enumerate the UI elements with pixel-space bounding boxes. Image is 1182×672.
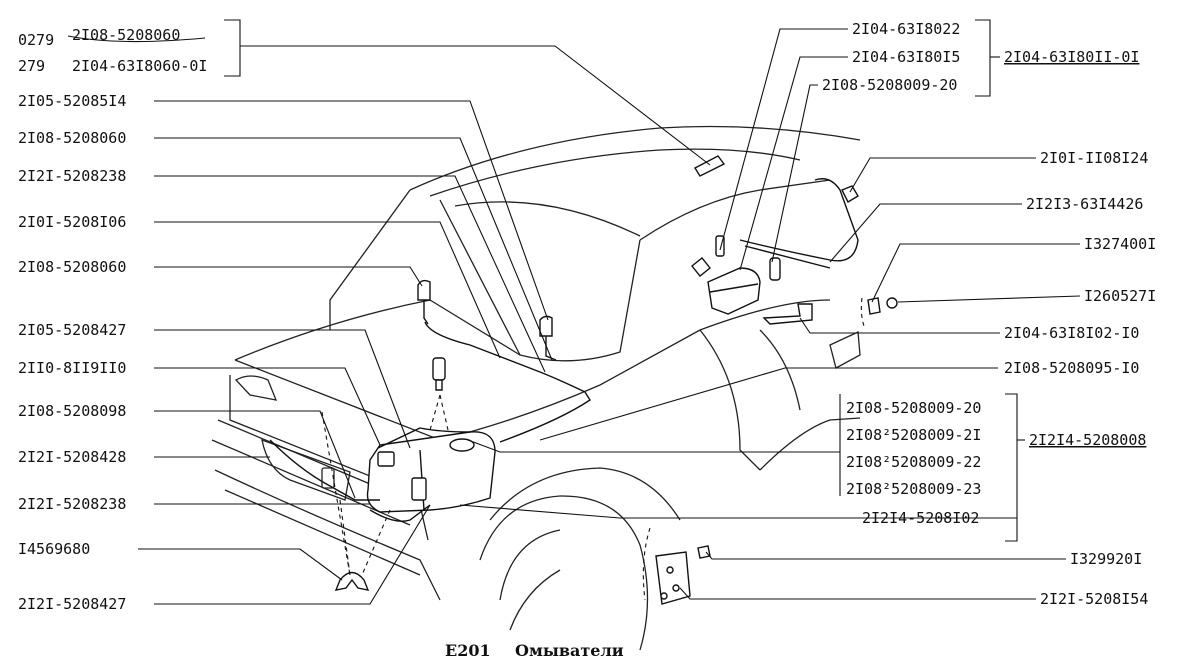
label-l11: 2I2I-5208428	[18, 448, 126, 466]
label-l01b: 2I08-5208060	[72, 26, 180, 44]
strike-line	[67, 35, 206, 43]
label-r14: 2I08²5208009-23	[846, 480, 981, 498]
label-l02a: 279	[18, 57, 45, 75]
label-r04: 2I04-63I80II-0I	[1004, 48, 1139, 66]
label-l13: I4569680	[18, 540, 90, 558]
label-l08: 2I05-5208427	[18, 321, 126, 339]
label-r17: I329920I	[1070, 550, 1142, 568]
label-r12: 2I08²5208009-2I	[846, 426, 981, 444]
caption-title: Омыватели	[515, 641, 624, 660]
label-r06: 2I2I3-63I4426	[1026, 195, 1143, 213]
car-body-outline	[211, 125, 861, 651]
label-l04: 2I08-5208060	[18, 129, 126, 147]
label-r09: 2I04-63I8I02-I0	[1004, 324, 1139, 342]
part-labels-left: 0279 2I08-5208060 279 2I04-63I8060-0I 2I…	[18, 26, 207, 613]
label-r01: 2I04-63I8022	[852, 20, 960, 38]
caption-code: E201	[445, 641, 491, 660]
rear-washer-reservoir	[707, 267, 761, 315]
label-l07: 2I08-5208060	[18, 258, 126, 276]
label-l06: 2I0I-5208I06	[18, 213, 126, 231]
label-l14: 2I2I-5208427	[18, 595, 126, 613]
motor-bracket	[655, 551, 691, 605]
right-jet-nozzle	[539, 315, 557, 361]
label-r08: I260527I	[1084, 287, 1156, 305]
washer-parts	[269, 155, 898, 605]
label-l12: 2I2I-5208238	[18, 495, 126, 513]
label-r15: 2I2I4-5208008	[1029, 431, 1146, 449]
label-r18: 2I2I-5208I54	[1040, 590, 1148, 608]
label-r03: 2I08-5208009-20	[822, 76, 957, 94]
rear-nozzle	[694, 155, 726, 177]
label-l09: 2II0-8II9II0	[18, 359, 126, 377]
washer-pump	[432, 357, 446, 391]
label-r10: 2I08-5208095-I0	[1004, 359, 1139, 377]
part-labels-right: 2I04-63I8022 2I04-63I80I5 2I08-5208009-2…	[822, 20, 1156, 608]
label-r05: 2I0I-II08I24	[1040, 149, 1148, 167]
label-l10: 2I08-5208098	[18, 402, 126, 420]
label-l05: 2I2I-5208238	[18, 167, 126, 185]
figure-caption: E201 Омыватели	[445, 641, 624, 660]
label-l01a: 0279	[18, 31, 54, 49]
label-r13: 2I08²5208009-22	[846, 453, 981, 471]
front-washer-reservoir	[366, 431, 496, 513]
label-r16: 2I2I4-5208I02	[862, 509, 979, 527]
hose-clip	[334, 571, 370, 591]
label-l02b: 2I04-63I8060-0I	[72, 57, 207, 75]
label-r02: 2I04-63I80I5	[852, 48, 960, 66]
leader-lines	[138, 19, 1081, 605]
label-r07: I327400I	[1084, 235, 1156, 253]
label-r11: 2I08-5208009-20	[846, 399, 981, 417]
label-l03: 2I05-52085I4	[18, 92, 126, 110]
